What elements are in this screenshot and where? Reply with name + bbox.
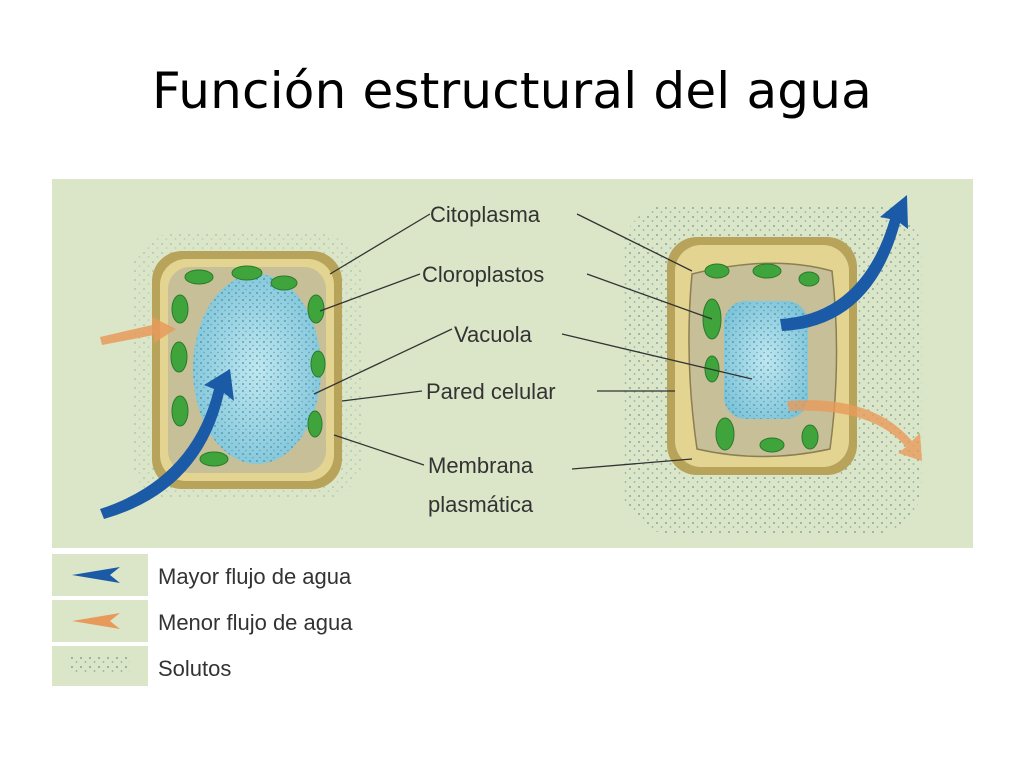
- label-plasmatica: plasmática: [428, 492, 534, 517]
- label-membrana: Membrana: [428, 453, 534, 478]
- minor-flow-arrow-left: [100, 317, 176, 345]
- legend-item-minor-flow: Menor flujo de agua: [52, 600, 353, 642]
- legend-background: [52, 548, 973, 688]
- minor-flow-arrow-right: [787, 400, 922, 461]
- label-pared-celular: Pared celular: [426, 379, 556, 404]
- label-cloroplastos: Cloroplastos: [422, 262, 544, 287]
- legend-item-major-flow: Mayor flujo de agua: [52, 554, 352, 596]
- legend-label-major: Mayor flujo de agua: [158, 564, 352, 589]
- major-flow-arrow-right: [780, 195, 908, 331]
- legend-label-minor: Menor flujo de agua: [158, 610, 353, 635]
- right-cell: [667, 237, 857, 475]
- leader-lines: [313, 213, 753, 470]
- blue-arrow-icon: [72, 567, 120, 583]
- cell-diagram: Citoplasma Cloroplastos Vacuola Pared ce…: [52, 179, 973, 688]
- label-vacuola: Vacuola: [454, 322, 533, 347]
- major-flow-arrow-left: [100, 369, 234, 519]
- label-citoplasma: Citoplasma: [430, 202, 541, 227]
- left-chloroplasts: [170, 265, 326, 467]
- orange-arrow-icon: [72, 613, 120, 629]
- legend-item-solutes: Solutos: [52, 646, 231, 686]
- slide-title: Función estructural del agua: [152, 62, 872, 120]
- solute-dots-icon: [70, 657, 130, 675]
- legend-label-solutes: Solutos: [158, 656, 231, 681]
- left-cell: [152, 251, 342, 489]
- right-chloroplasts: [702, 263, 820, 453]
